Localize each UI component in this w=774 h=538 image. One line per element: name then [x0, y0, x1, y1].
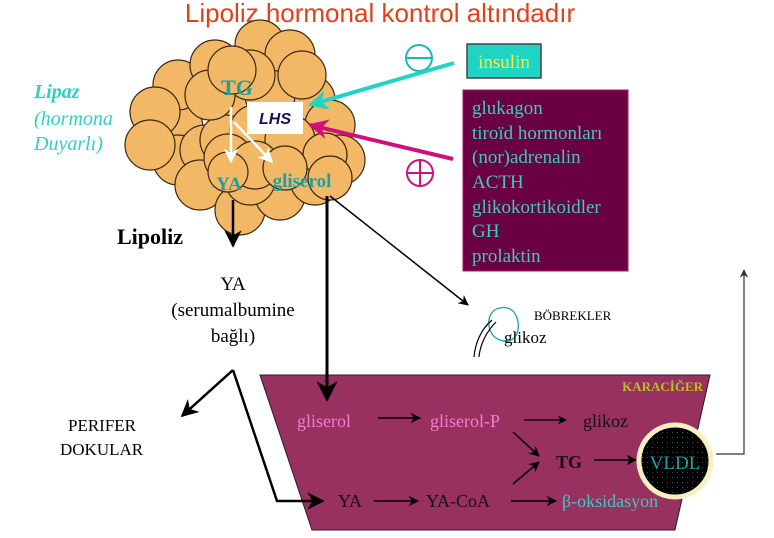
- kidney-icon: [473, 306, 519, 358]
- minus-sign-icon: [405, 44, 433, 72]
- liver-glikoz: glikoz: [583, 411, 628, 431]
- tg-to-gliserol-arrow: [233, 121, 274, 164]
- lipoliz-label: Lipoliz: [117, 224, 183, 249]
- kidney-label: BÖBREKLER: [534, 308, 612, 323]
- ya-to-liver-arrow: [231, 369, 325, 510]
- slide-title: Lipoliz hormonal kontrol altındadır: [185, 0, 576, 28]
- vldl-particle: [636, 422, 714, 500]
- liver-ya: YA: [338, 491, 362, 511]
- plus-sign-icon: [406, 159, 434, 187]
- arrow: [512, 461, 540, 485]
- fat-cell-cluster: [124, 19, 366, 236]
- kidney-glikoz: glikoz: [504, 328, 547, 347]
- liver-label: KARACİĞER: [622, 379, 704, 394]
- periphery-label-2: DOKULAR: [60, 440, 144, 459]
- liver-ya-coa: YA-CoA: [426, 491, 490, 511]
- activator-item: (nor)adrenalin: [472, 147, 581, 168]
- activator-item: tiroïd hormonları: [472, 123, 602, 144]
- lhs-label: LHS: [259, 111, 291, 128]
- activator-item: prolaktin: [472, 246, 541, 267]
- serum-bound: bağlı): [211, 326, 255, 347]
- insulin-box: [466, 43, 542, 79]
- activator-item: ACTH: [472, 172, 524, 193]
- liver-shape: [259, 374, 711, 531]
- liver-gliserol: gliserol: [297, 411, 351, 431]
- lhs-box: [247, 102, 303, 134]
- activator-item: GH: [472, 221, 500, 242]
- insulin-inhibit-arrow: [308, 61, 455, 110]
- gliserol-to-kidney-arrow: [329, 195, 469, 306]
- liver-vldl: VLDL: [650, 453, 701, 474]
- serum-albumin: (serumalbumine: [171, 300, 294, 321]
- fat-ya-label: YA: [216, 174, 242, 195]
- serum-ya: YA: [220, 274, 246, 295]
- tg-label: TG: [221, 75, 253, 100]
- activator-item: glikokortikoidler: [472, 197, 601, 218]
- to-periphery-arrow: [180, 369, 234, 418]
- liver-tg: TG: [556, 452, 582, 472]
- lipase-label-3: Duyarlı): [33, 133, 103, 155]
- lipase-label-2: (hormona: [34, 108, 113, 130]
- periphery-label-1: PERIFER: [68, 416, 137, 435]
- activator-arrow: [308, 119, 454, 161]
- lipase-label-1: Lipaz: [33, 81, 80, 103]
- liver-gliserol-p: gliserol-P: [430, 411, 500, 431]
- vldl-export-arrow: [716, 269, 749, 455]
- insulin-label: insulin: [478, 52, 530, 73]
- fat-gliserol-label: gliserol: [273, 171, 332, 192]
- liver-beta-oxidation: β-oksidasyon: [562, 491, 658, 511]
- activator-item: glukagon: [472, 98, 543, 119]
- arrow: [512, 431, 540, 457]
- activator-box: [462, 89, 629, 272]
